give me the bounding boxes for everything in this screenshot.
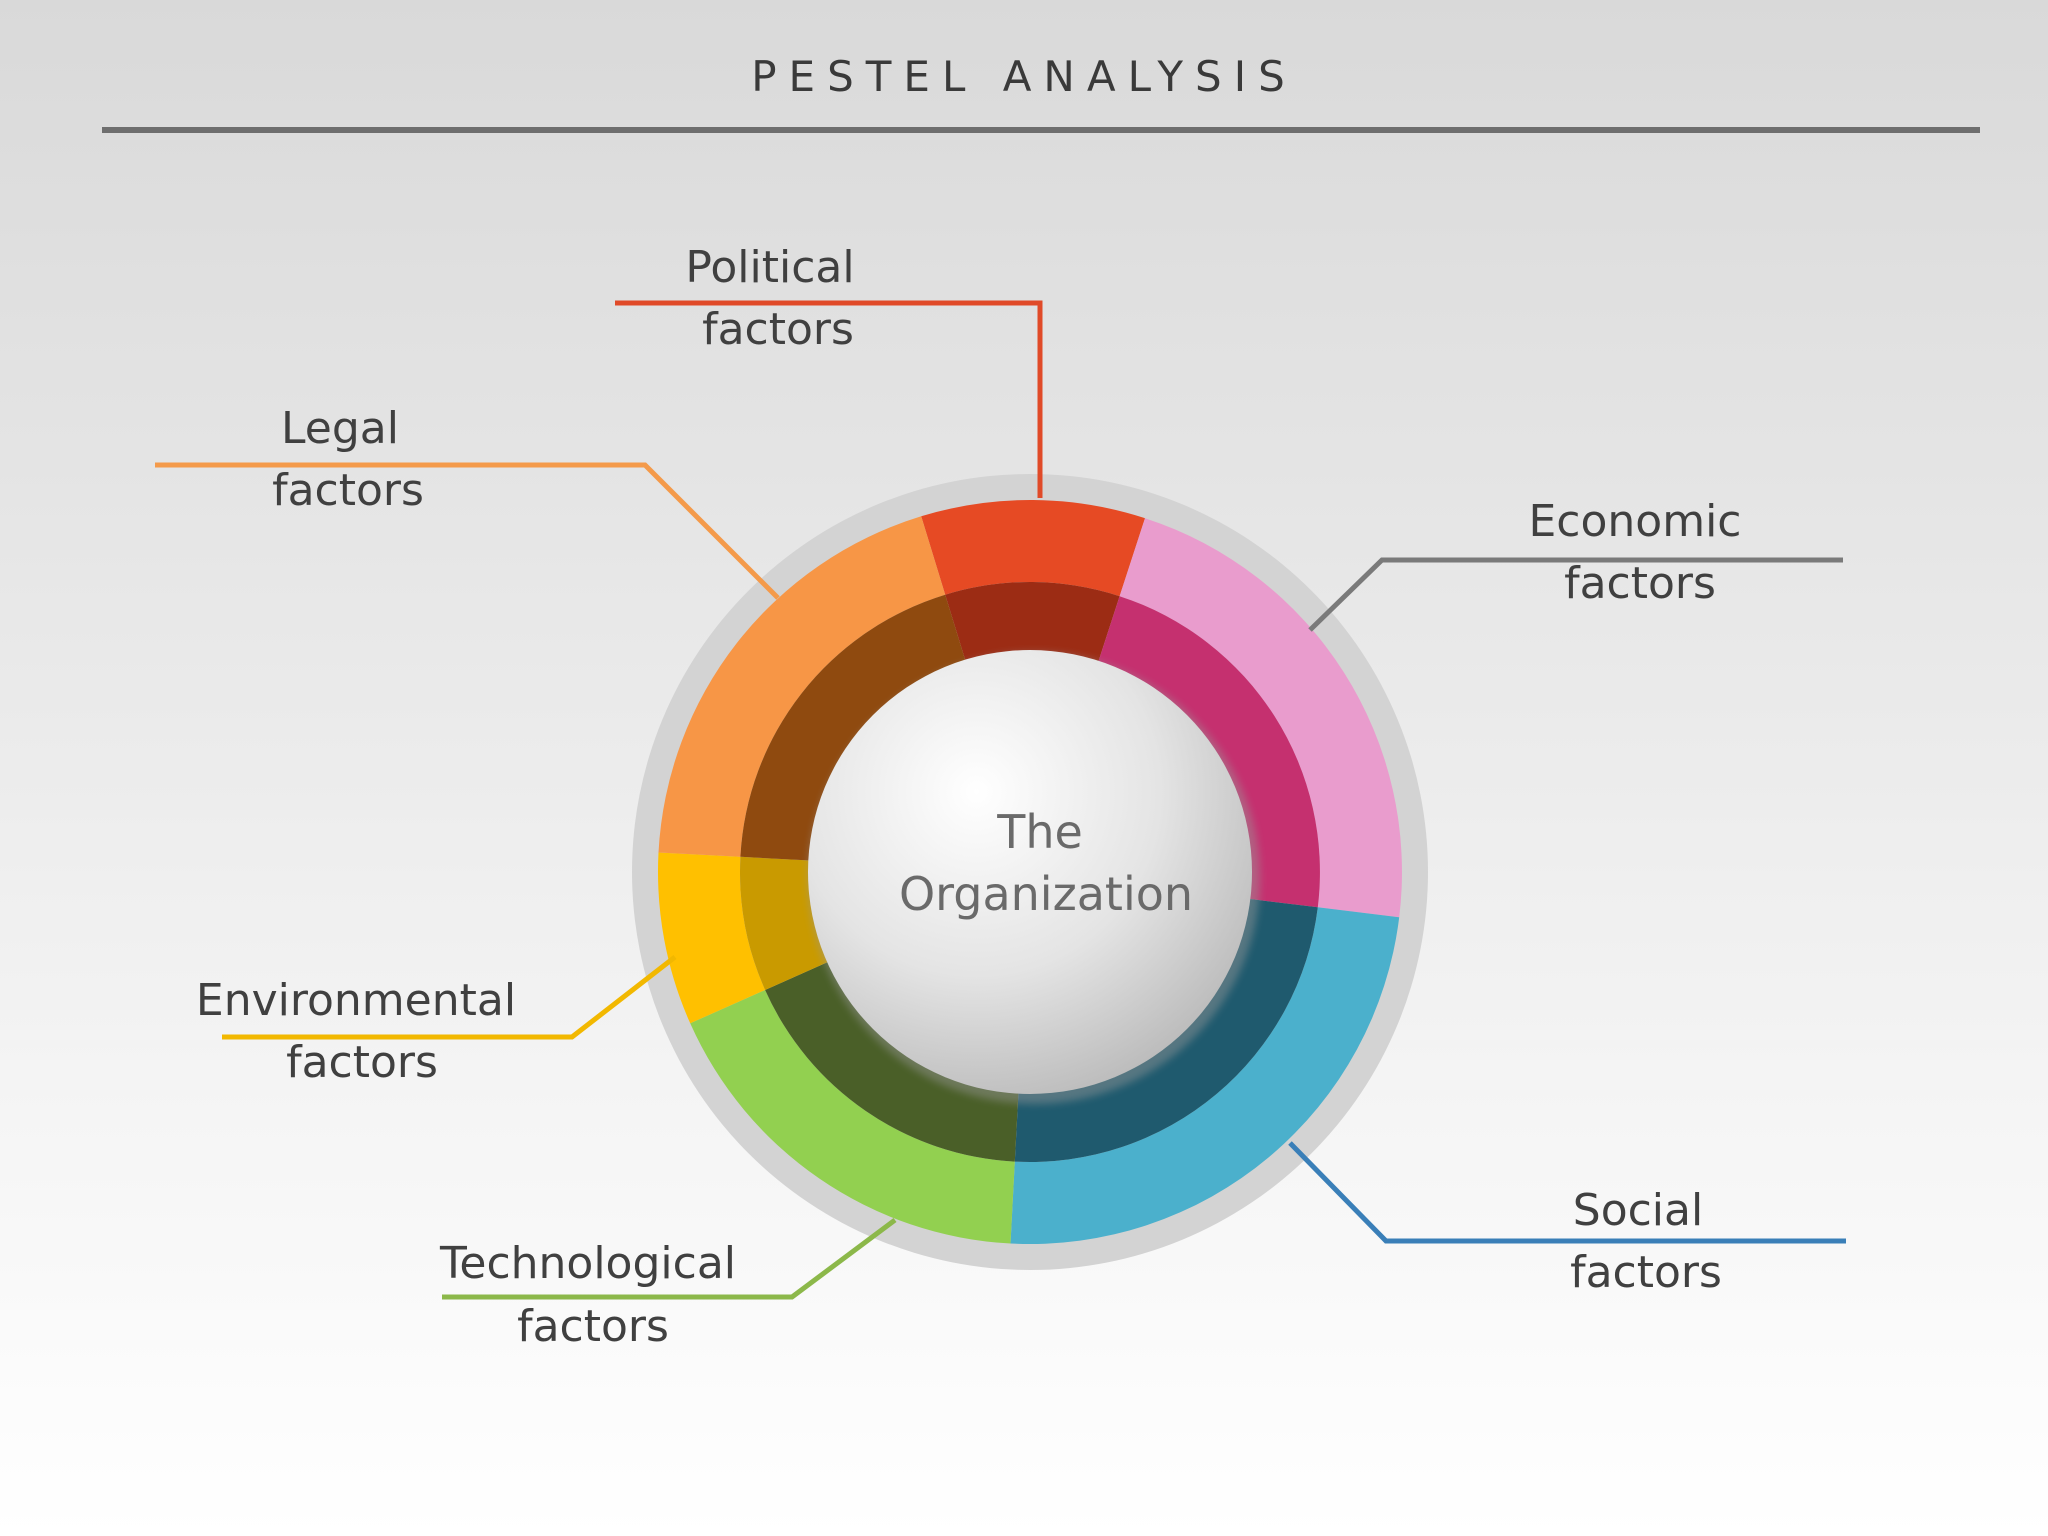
label-political-line2: factors xyxy=(702,304,854,355)
title-divider xyxy=(102,127,1980,133)
leader-environmental xyxy=(222,955,677,1040)
label-social-line2: factors xyxy=(1570,1247,1722,1298)
segment-environmental-outer xyxy=(657,852,766,1024)
slide-title: PESTEL ANALYSIS xyxy=(751,52,1297,101)
center-label-line2: Organization xyxy=(899,867,1193,921)
leader-economic xyxy=(1308,557,1843,632)
segment-economic-outer xyxy=(1119,518,1402,918)
center-sphere xyxy=(808,650,1252,1094)
leader-legal xyxy=(155,462,780,600)
segment-environmental-inner xyxy=(740,856,829,990)
label-technological-line1: Technological xyxy=(439,1238,736,1289)
leader-political xyxy=(615,300,1043,498)
segment-legal-outer xyxy=(658,516,946,857)
label-economic-line1: Economic xyxy=(1529,496,1742,547)
segment-technological-inner xyxy=(765,961,1019,1162)
leader-technological xyxy=(442,1217,897,1300)
segment-economic-inner xyxy=(1098,596,1320,908)
segment-technological-outer xyxy=(690,990,1015,1244)
label-legal-line1: Legal xyxy=(281,403,399,454)
label-technological-line2: factors xyxy=(517,1301,669,1352)
label-economic-line2: factors xyxy=(1564,558,1716,609)
segment-social-outer xyxy=(1010,907,1400,1245)
label-legal-line2: factors xyxy=(272,465,424,516)
center-label-line1: The xyxy=(996,805,1083,859)
label-political-line1: Political xyxy=(685,242,854,293)
label-environmental-line2: factors xyxy=(286,1037,438,1088)
segment-political-outer xyxy=(921,500,1145,597)
segment-legal-inner xyxy=(740,594,966,861)
label-environmental-line1: Environmental xyxy=(196,975,516,1026)
label-social-line1: Social xyxy=(1573,1185,1703,1236)
leader-social xyxy=(1288,1141,1846,1244)
segment-political-inner xyxy=(945,582,1120,663)
